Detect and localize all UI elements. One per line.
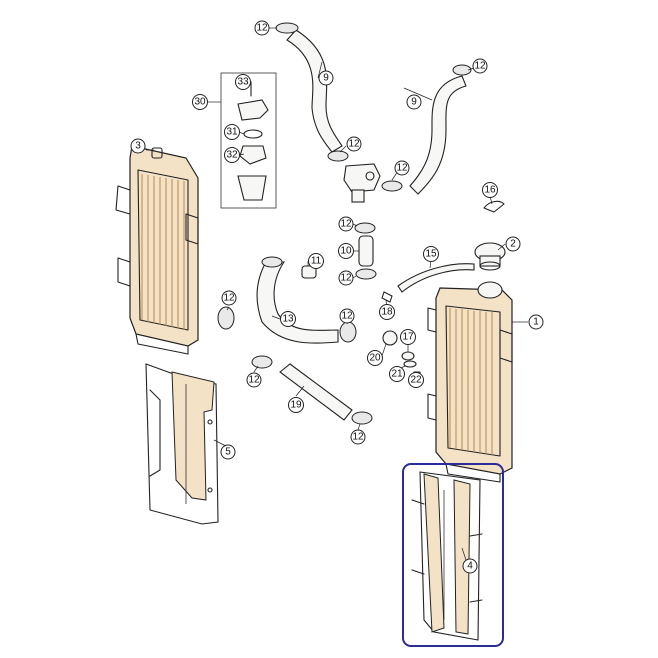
svg-text:21: 21 <box>391 369 403 380</box>
svg-text:16: 16 <box>484 185 496 196</box>
clamp-12-center-top[interactable] <box>354 222 376 234</box>
radiator-cap[interactable] <box>474 242 506 271</box>
highlight-frame-part-4 <box>402 463 504 647</box>
svg-text:9: 9 <box>411 97 417 108</box>
hose-upper-left[interactable] <box>286 29 343 153</box>
callout-12: 12 <box>246 372 262 388</box>
svg-text:1: 1 <box>533 317 539 328</box>
callout-16: 16 <box>482 182 498 198</box>
washer-21[interactable] <box>403 360 417 368</box>
callout-12: 12 <box>394 160 410 176</box>
svg-text:20: 20 <box>369 353 381 364</box>
callout-12: 12 <box>221 290 237 306</box>
radiator-left-core <box>141 174 185 330</box>
callout-12: 12 <box>350 429 366 445</box>
callout-9: 9 <box>406 94 422 110</box>
callout-1: 1 <box>528 314 544 330</box>
clamp-12-hose13-left[interactable] <box>217 306 235 330</box>
callout-12: 12 <box>339 308 355 324</box>
radiator-right-core <box>449 308 493 455</box>
svg-text:33: 33 <box>237 77 249 88</box>
clamp-12-hose9[interactable] <box>327 150 349 162</box>
callout-5: 5 <box>220 444 236 460</box>
svg-text:12: 12 <box>348 139 360 150</box>
callout-20: 20 <box>367 350 383 366</box>
callout-32: 32 <box>224 147 240 163</box>
svg-text:13: 13 <box>282 314 294 325</box>
svg-text:19: 19 <box>290 400 302 411</box>
hose-10[interactable] <box>358 235 374 267</box>
overflow-hose-15[interactable] <box>397 263 475 293</box>
plug-11[interactable] <box>301 265 317 279</box>
svg-text:2: 2 <box>510 239 516 250</box>
callout-30: 30 <box>192 94 208 110</box>
clamp-12-top[interactable] <box>275 22 299 34</box>
callout-12: 12 <box>338 270 354 286</box>
svg-text:9: 9 <box>323 73 329 84</box>
hose-19[interactable] <box>279 363 353 421</box>
svg-text:22: 22 <box>410 375 422 386</box>
svg-text:12: 12 <box>223 293 235 304</box>
svg-text:12: 12 <box>341 311 353 322</box>
svg-text:12: 12 <box>340 273 352 284</box>
clamp-12-hose13-right[interactable] <box>339 321 357 343</box>
callout-15: 15 <box>423 246 439 262</box>
callout-17: 17 <box>400 329 416 345</box>
svg-text:12: 12 <box>352 432 364 443</box>
callout-13: 13 <box>280 311 296 327</box>
clamp-12-right-mid[interactable] <box>381 180 403 192</box>
clamp-12-hose19-left[interactable] <box>251 355 273 369</box>
svg-text:17: 17 <box>402 332 414 343</box>
clip-18[interactable] <box>381 291 393 303</box>
bushing-17[interactable] <box>401 351 415 361</box>
svg-text:11: 11 <box>311 256 322 267</box>
radiator-guard-4[interactable] <box>411 471 483 641</box>
radiator-guard-5[interactable] <box>145 363 219 525</box>
hose-upper-right[interactable] <box>409 75 467 195</box>
callout-19: 19 <box>288 397 304 413</box>
svg-text:30: 30 <box>194 97 206 108</box>
svg-text:12: 12 <box>256 23 268 34</box>
callout-3: 3 <box>130 138 146 154</box>
svg-text:12: 12 <box>474 61 486 72</box>
clamp-12-hose19-right[interactable] <box>351 411 373 425</box>
clip-16[interactable] <box>483 200 505 213</box>
svg-text:15: 15 <box>425 249 437 260</box>
thermostat-group[interactable] <box>220 72 277 209</box>
callout-2: 2 <box>505 236 521 252</box>
radiator-right[interactable] <box>427 281 513 483</box>
callout-12: 12 <box>254 20 270 36</box>
svg-text:12: 12 <box>340 219 352 230</box>
callout-11: 11 <box>308 253 324 269</box>
callout-21: 21 <box>389 366 405 382</box>
svg-text:3: 3 <box>135 141 141 152</box>
callout-31: 31 <box>224 124 240 140</box>
svg-text:4: 4 <box>467 561 473 572</box>
callout-22: 22 <box>408 372 424 388</box>
callout-33: 33 <box>235 74 251 90</box>
thermostat-housing[interactable] <box>343 163 381 203</box>
callout-18: 18 <box>379 304 395 320</box>
clamp-12-hose13-top[interactable] <box>261 256 283 268</box>
svg-text:12: 12 <box>396 163 408 174</box>
svg-text:18: 18 <box>381 307 393 318</box>
radiator-left[interactable] <box>115 145 199 355</box>
grommet-20[interactable] <box>382 330 398 346</box>
svg-text:12: 12 <box>248 375 260 386</box>
callout-10: 10 <box>338 243 354 259</box>
svg-text:31: 31 <box>226 127 238 138</box>
clamp-12-center-bottom[interactable] <box>355 268 377 280</box>
callout-12: 12 <box>338 216 354 232</box>
svg-text:5: 5 <box>225 447 231 458</box>
svg-text:10: 10 <box>340 246 352 257</box>
callout-12: 12 <box>346 136 362 152</box>
callout-4: 4 <box>462 558 478 574</box>
hose-13[interactable] <box>256 261 339 344</box>
callout-9: 9 <box>318 70 334 86</box>
clamp-12-right-top[interactable] <box>452 64 472 76</box>
callout-12: 12 <box>472 58 488 74</box>
svg-text:32: 32 <box>226 150 238 161</box>
